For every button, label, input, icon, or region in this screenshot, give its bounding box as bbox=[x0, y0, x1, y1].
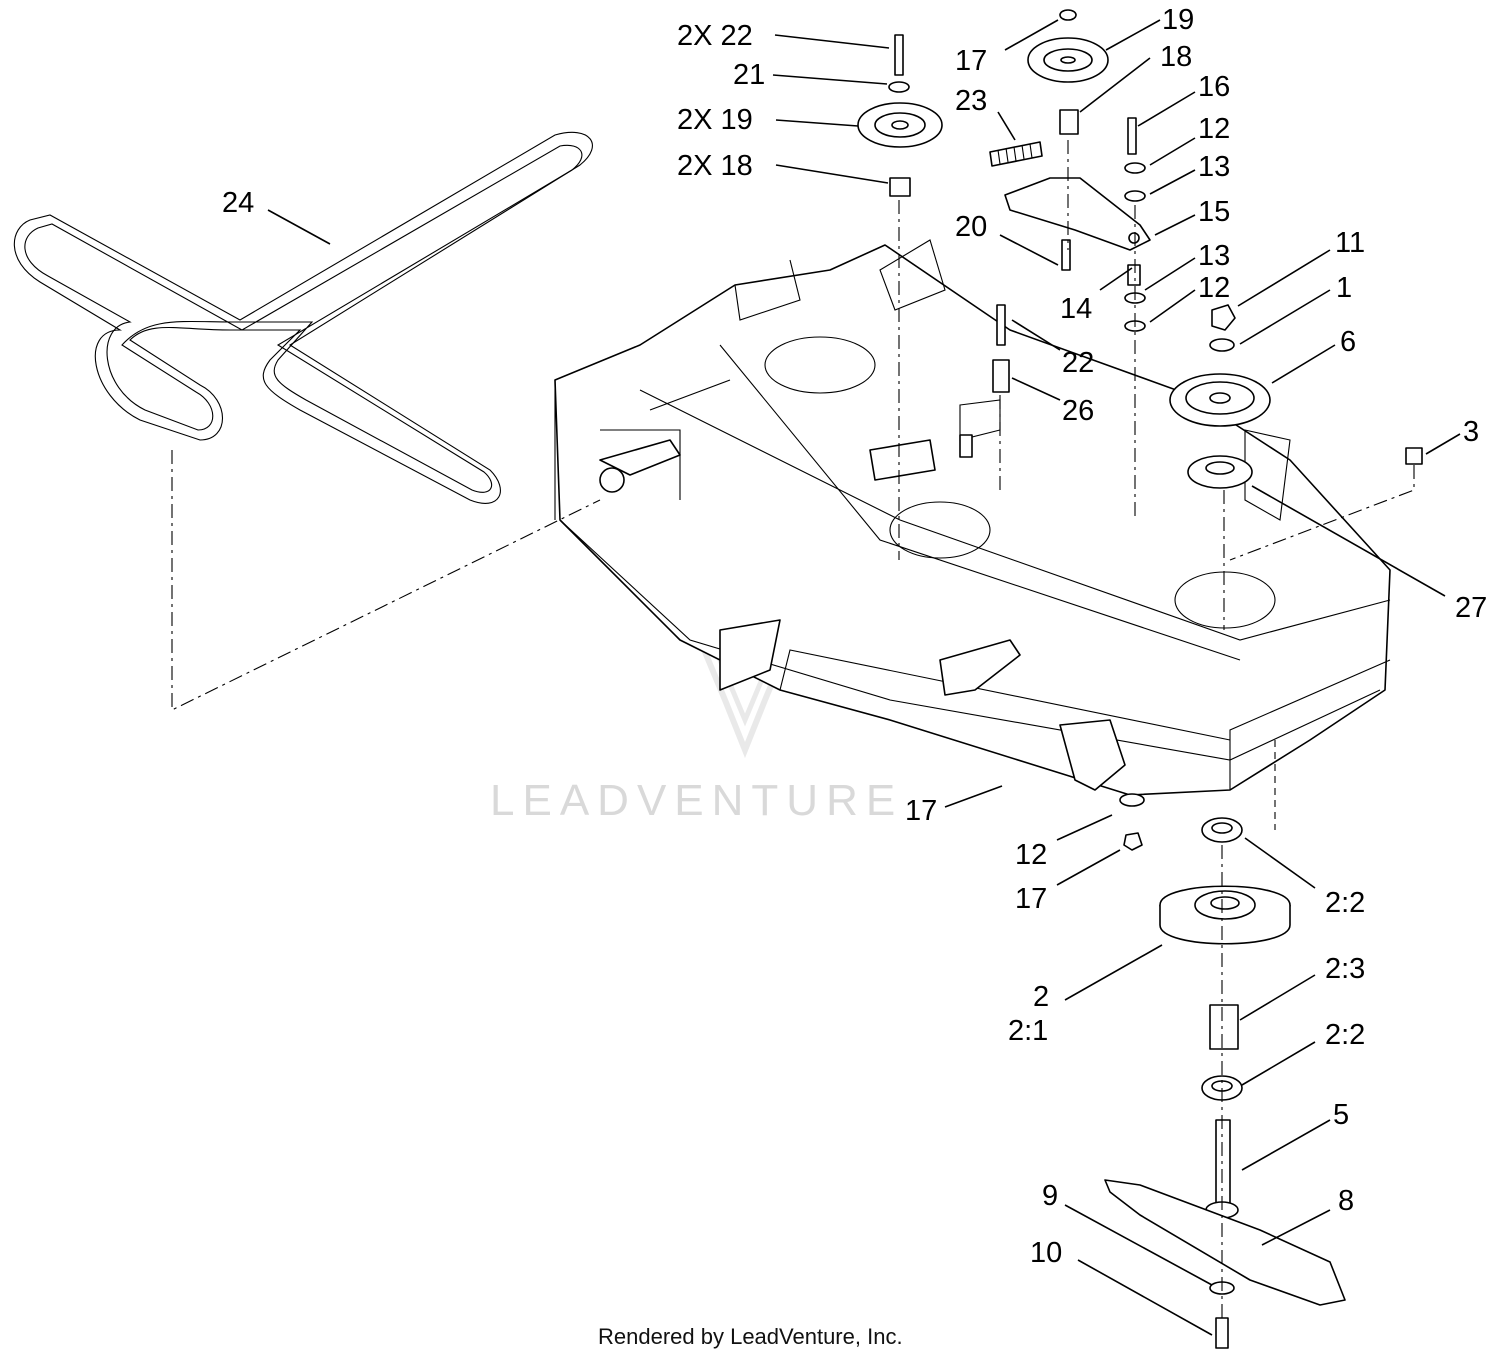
callout-15: 15 bbox=[1198, 196, 1230, 228]
callout-17-top: 17 bbox=[955, 45, 987, 77]
mower-deck bbox=[554, 239, 1391, 796]
callout-13-a: 13 bbox=[1198, 151, 1230, 183]
callout-12-a: 12 bbox=[1198, 113, 1230, 145]
upper-hardware bbox=[171, 9, 1423, 830]
leader-lines bbox=[267, 19, 1461, 1336]
callout-3: 3 bbox=[1463, 416, 1479, 448]
callout-19-top: 19 bbox=[1162, 4, 1194, 36]
callout-17-mid: 17 bbox=[905, 795, 937, 827]
callout-20: 20 bbox=[955, 211, 987, 243]
callout-2x18: 2X 18 bbox=[677, 150, 753, 182]
callout-24: 24 bbox=[222, 187, 254, 219]
spindle-assembly bbox=[1104, 793, 1346, 1349]
drive-belt bbox=[13, 131, 593, 504]
callout-21: 21 bbox=[733, 59, 765, 91]
callout-18-top: 18 bbox=[1160, 41, 1192, 73]
callout-1: 1 bbox=[1336, 272, 1352, 304]
callout-17-low: 17 bbox=[1015, 883, 1047, 915]
callout-2-1: 2:1 bbox=[1008, 1015, 1048, 1047]
callout-9: 9 bbox=[1042, 1180, 1058, 1212]
callout-2x22: 2X 22 bbox=[677, 20, 753, 52]
callout-2x19: 2X 19 bbox=[677, 104, 753, 136]
callout-6: 6 bbox=[1340, 326, 1356, 358]
callout-23: 23 bbox=[955, 85, 987, 117]
callout-26: 26 bbox=[1062, 395, 1094, 427]
callout-10: 10 bbox=[1030, 1237, 1062, 1269]
spacer-18 bbox=[889, 177, 911, 197]
callout-2-3: 2:3 bbox=[1325, 953, 1365, 985]
callout-14: 14 bbox=[1060, 293, 1092, 325]
callout-13-b: 13 bbox=[1198, 240, 1230, 272]
bolt-22 bbox=[894, 34, 904, 76]
callout-27: 27 bbox=[1455, 592, 1487, 624]
callout-labels: 2X 22 21 2X 19 2X 18 17 19 18 23 16 12 1… bbox=[222, 4, 1487, 1269]
watermark-text: LEADVENTURE bbox=[490, 776, 903, 825]
callout-11: 11 bbox=[1335, 227, 1365, 259]
callout-12-low: 12 bbox=[1015, 839, 1047, 871]
callout-2: 2 bbox=[1033, 981, 1049, 1013]
washer-21 bbox=[888, 81, 910, 93]
callout-12-b: 12 bbox=[1198, 272, 1230, 304]
callout-16: 16 bbox=[1198, 71, 1230, 103]
callout-5: 5 bbox=[1333, 1099, 1349, 1131]
footer-credit: Rendered by LeadVenture, Inc. bbox=[598, 1324, 903, 1349]
callout-8: 8 bbox=[1338, 1185, 1354, 1217]
callout-2-2-lower: 2:2 bbox=[1325, 1019, 1365, 1051]
callout-22-center: 22 bbox=[1062, 347, 1094, 379]
callout-2-2-upper: 2:2 bbox=[1325, 887, 1365, 919]
